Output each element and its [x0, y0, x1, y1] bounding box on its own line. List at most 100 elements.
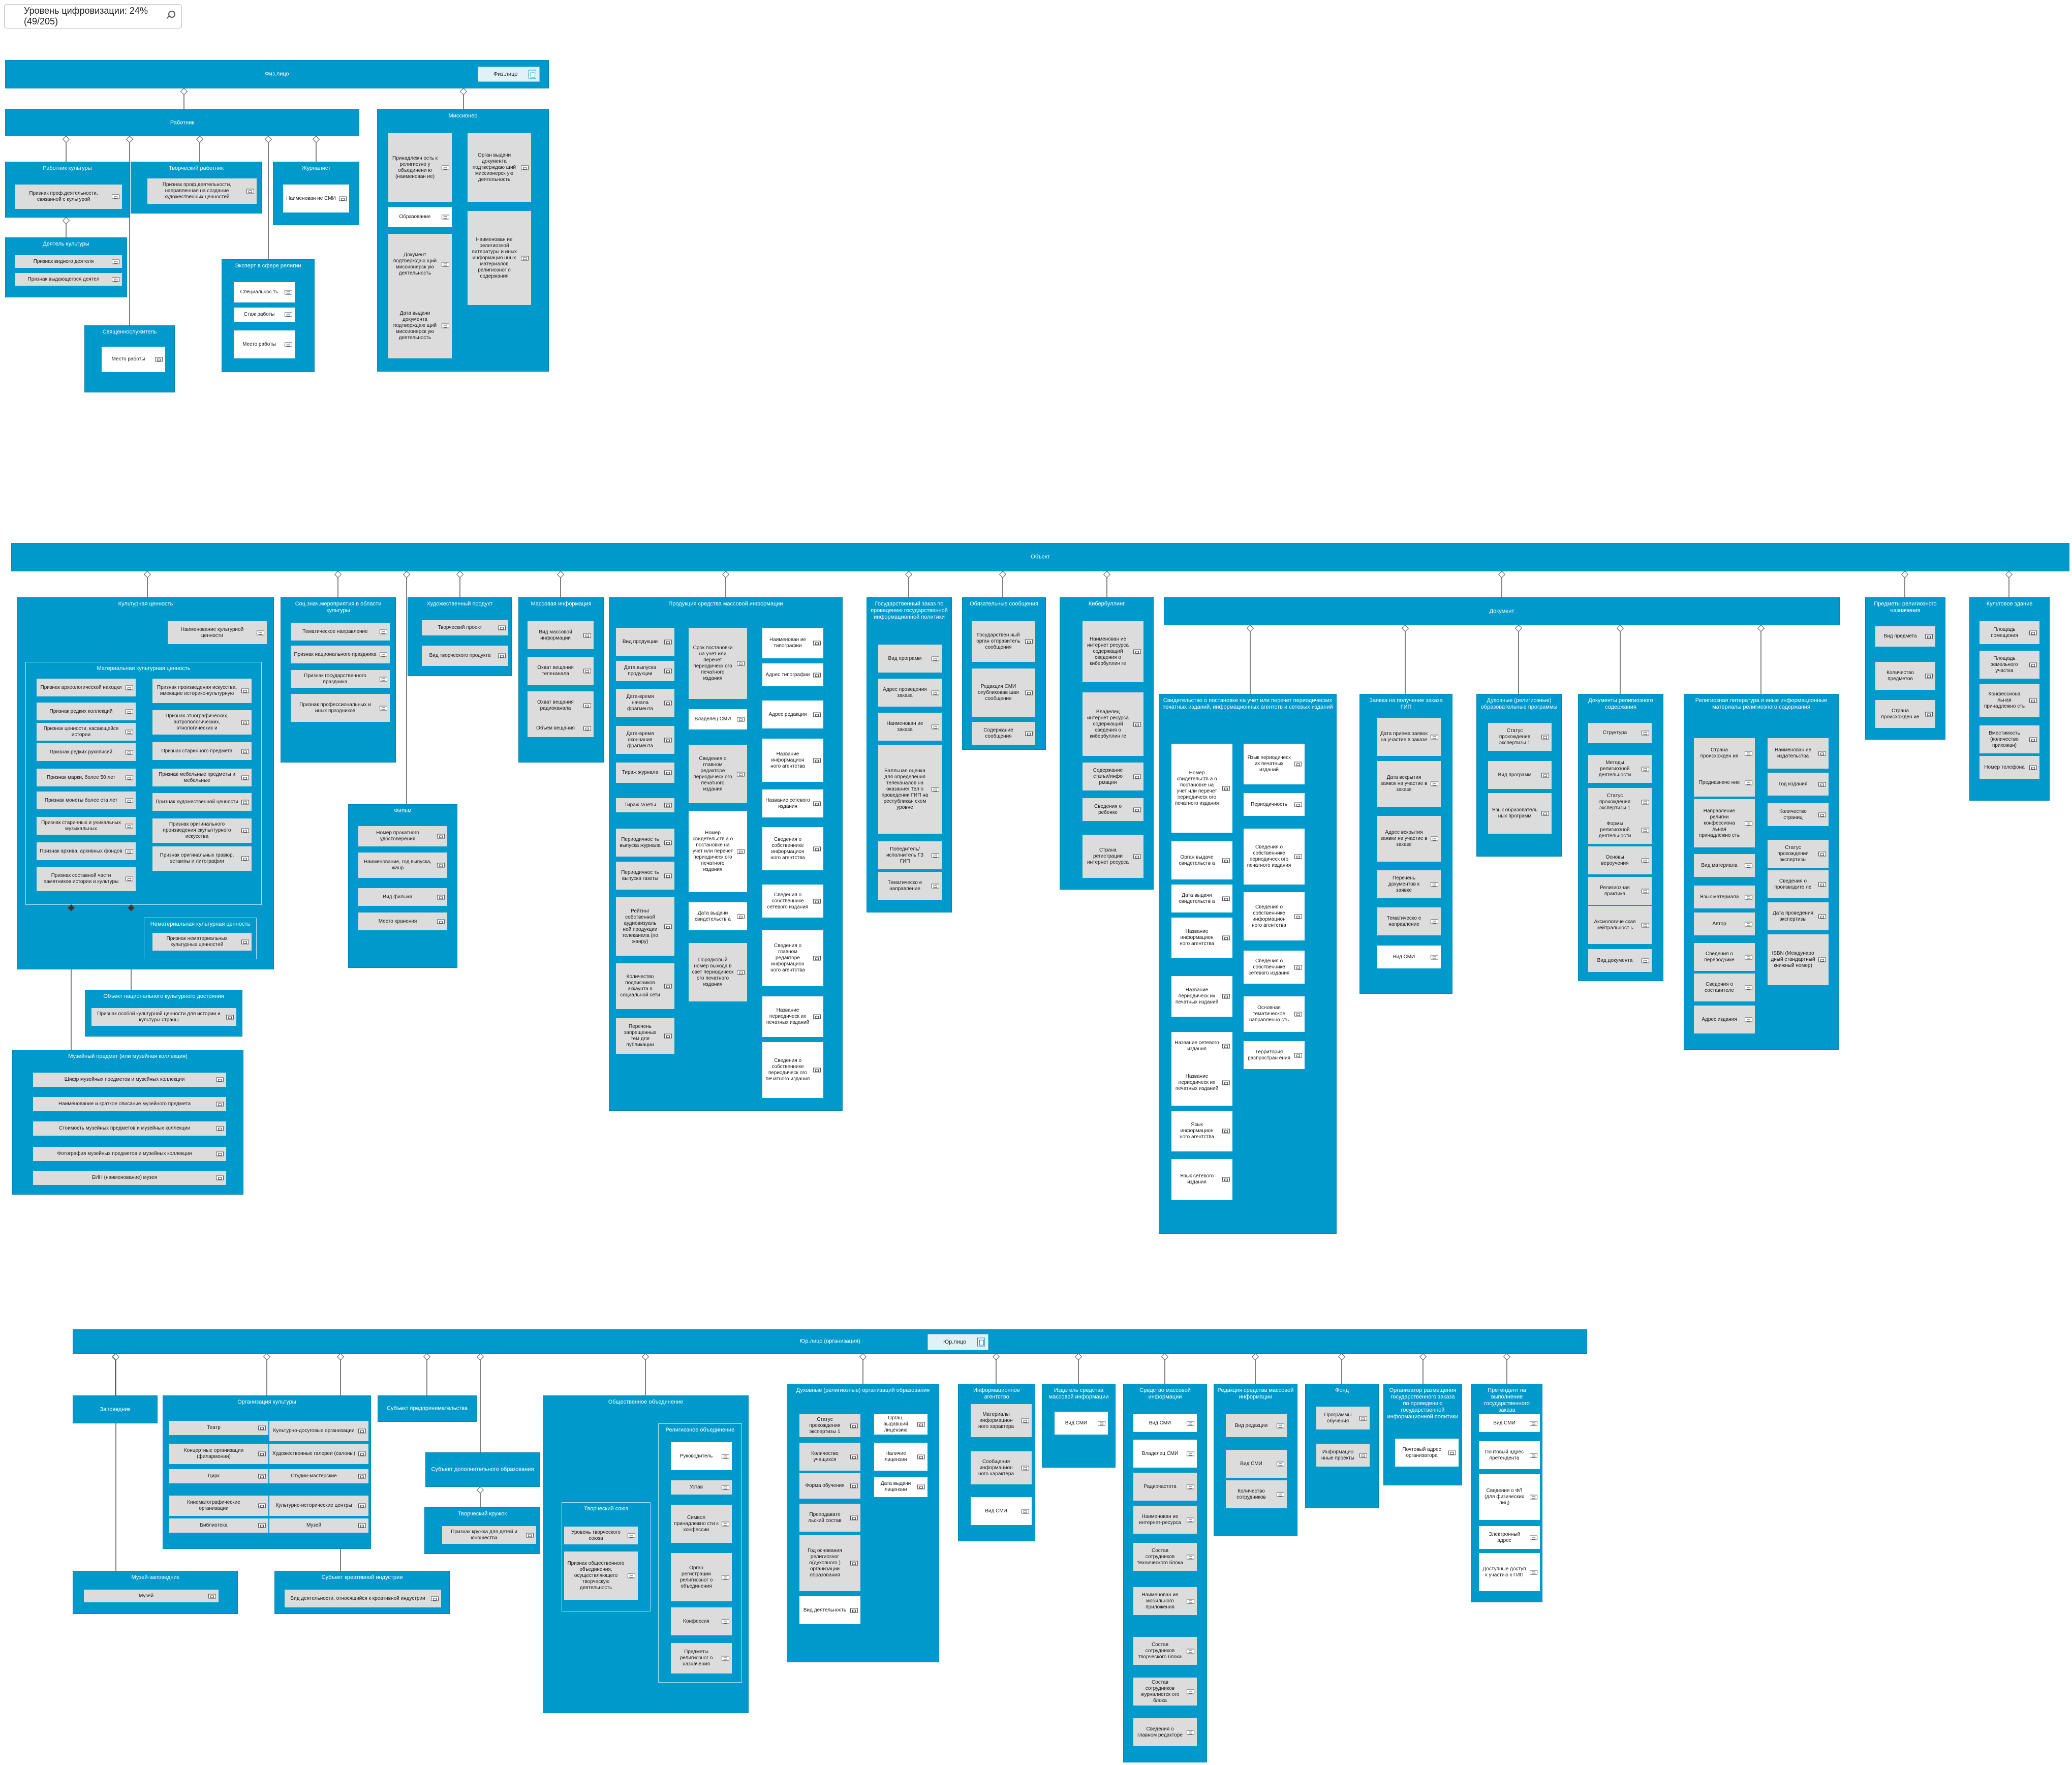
attribute-field[interactable]: Вид материала [1694, 854, 1755, 877]
attribute-field[interactable]: Сведения о собственнике сетевого издания [762, 885, 823, 918]
attribute-field[interactable]: Государствен ный орган отправитель сообщ… [972, 621, 1035, 662]
attribute-field[interactable]: Статус прохождения экспертизы 1 [1588, 788, 1652, 816]
attribute-field[interactable]: Орган, выдавший лицензию [874, 1414, 927, 1435]
attribute-field[interactable]: Номер прокатного удостоверения [358, 826, 447, 846]
attribute-field[interactable]: Наименован ие заказа [878, 713, 942, 741]
attribute-field[interactable]: Символ принадлежно сти к конфессии [671, 1505, 732, 1543]
entity-zapoved[interactable]: Заповедник [73, 1395, 158, 1423]
attribute-field[interactable]: Язык информацион ного агентства [1171, 1111, 1232, 1151]
attribute-field[interactable]: Вид программ [1488, 761, 1552, 789]
search-icon[interactable] [168, 11, 175, 18]
attribute-field[interactable]: Культурно-досуговые организации [269, 1421, 368, 1441]
attribute-field[interactable]: Признак нематериальных культурных ценнос… [152, 933, 252, 951]
attribute-field[interactable]: Место работы [102, 347, 165, 372]
attribute-field[interactable]: Признак составной части памятников истор… [37, 867, 136, 891]
attribute-field[interactable]: Охват вещания радиоканала [528, 691, 594, 719]
entity-yurlico[interactable]: Юр.лицо (организация) [73, 1329, 1587, 1354]
attribute-field[interactable]: Вид предмета [1875, 626, 1935, 647]
attribute-field[interactable]: Основы вероучения [1588, 846, 1652, 874]
attribute-field[interactable]: Наименован ие типографии [762, 628, 823, 658]
attribute-field[interactable]: Основная тематическое направленно сть [1244, 996, 1305, 1032]
attribute-field[interactable]: Признак археологической находки [37, 679, 136, 696]
attribute-field[interactable]: Перечень документов к заявке [1377, 870, 1441, 898]
attribute-field[interactable]: Вид СМИ [1226, 1450, 1287, 1478]
entity-rabotnik[interactable]: Работник [5, 109, 359, 136]
attribute-field[interactable]: Перечень запрещенных тем для публикации [616, 1018, 674, 1054]
attribute-field[interactable]: Адрес вскрытия заявки на участие в заказ… [1377, 816, 1441, 862]
attribute-field[interactable]: Год основания религиозног о(духовного ) … [799, 1535, 860, 1591]
attribute-field[interactable]: Сообщения информацион ного характера [971, 1451, 1032, 1484]
attribute-field[interactable]: Сведения о главном редакторе [1133, 1718, 1197, 1746]
attribute-field[interactable]: Тематическое направление [291, 623, 390, 641]
attribute-field[interactable]: Орган регистрации религиозног о объедине… [671, 1553, 732, 1601]
attribute-field[interactable]: Признак общественного объединения, осуще… [564, 1551, 638, 1600]
attribute-field[interactable]: Признак кружка для детей и юношества [442, 1526, 536, 1544]
attribute-field[interactable]: Тираж журнала [616, 763, 674, 783]
attribute-field[interactable]: Дата выдачи лицензии [874, 1477, 927, 1497]
attribute-field[interactable]: Номер телефона [1980, 756, 2039, 779]
attribute-field[interactable]: Статус прохождения экспертизы 1 [1488, 723, 1552, 751]
attribute-field[interactable]: Признак произведения искусства, имеющие … [152, 679, 252, 703]
attribute-field[interactable]: Вид документа [1588, 949, 1652, 972]
attribute-field[interactable]: Предназначе ние [1694, 769, 1755, 797]
attribute-field[interactable]: Количество страниц [1768, 803, 1829, 826]
attribute-field[interactable]: Вид деятельность [799, 1596, 860, 1624]
attribute-field[interactable]: Материалы информацион ного характера [971, 1404, 1032, 1437]
attribute-field[interactable]: Вид фильма [358, 888, 447, 906]
attribute-field[interactable]: Статус прохождения экспертизы 1 [799, 1414, 860, 1437]
attribute-field[interactable]: Название сетевого издания [762, 789, 823, 817]
attribute-field[interactable]: Фотография музейных предметов и музейных… [33, 1147, 226, 1161]
attribute-field[interactable]: Сведения о собственнике информацион ного… [762, 827, 823, 870]
attribute-field[interactable]: Дата приема заявок на участие в заказе [1377, 718, 1441, 756]
attribute-field[interactable]: Содержание статьи/инфо рмации [1083, 763, 1143, 790]
attribute-field[interactable]: Предметы религиозног о назначения [671, 1643, 732, 1673]
attribute-field[interactable]: Сведения о собственнике периодическ ого … [1244, 829, 1305, 885]
attribute-field[interactable]: Почтовый адрес претендента [1479, 1441, 1540, 1469]
attribute-field[interactable]: Наименован ие интернет ресурса содержащи… [1083, 621, 1143, 682]
attribute-field[interactable]: Сведения о производите ле [1768, 870, 1829, 898]
attribute-field[interactable]: Методы религиозной деятельности [1588, 755, 1652, 783]
attribute-field[interactable]: БИН (наименование) музея [33, 1171, 226, 1185]
attribute-field[interactable]: Победитель/ исполнитель ГЗ ГИП [878, 841, 942, 869]
attribute-field[interactable]: Конфессиона льная принадлежно сть [1980, 684, 2039, 717]
attribute-field[interactable]: Язык материала [1694, 886, 1755, 908]
attribute-field[interactable]: Состав сотрудников журналистск ого блока [1133, 1678, 1197, 1706]
attribute-field[interactable]: Статус прохождения экспертизы [1768, 840, 1829, 868]
attribute-field[interactable]: Информацио нные проекты [1316, 1444, 1370, 1467]
attribute-field[interactable]: Количество учащихся [799, 1443, 860, 1471]
attribute-field[interactable]: Название периодическ их печатных изданий [1171, 976, 1232, 1017]
attribute-field[interactable]: Признак редких рукописей [37, 743, 136, 761]
attribute-field[interactable]: Признак оригинальных гравюр, эстампы и л… [152, 846, 252, 871]
attribute-field[interactable]: Дата-время окончания фрагмента [616, 726, 674, 754]
attribute-field[interactable]: Дата выдачи свидетельств а [1171, 885, 1232, 912]
attribute-field[interactable]: Номер свидетельств а о постановке на уче… [689, 811, 747, 892]
attribute-field[interactable]: Культурно-исторические центры [269, 1496, 368, 1516]
attribute-field[interactable]: Стоимость музейных предметов и музейных … [33, 1121, 226, 1136]
attribute-field[interactable]: Признак проф.деятельности, направленная … [147, 178, 257, 204]
attribute-field[interactable]: Документ подтверждаю щий миссионерск ую … [388, 234, 452, 295]
entity-sub_dop[interactable]: Субъект дополнительного образования [425, 1452, 540, 1487]
search-input[interactable]: Уровень цифровизации: 24%(49/205) [4, 4, 182, 28]
attribute-field[interactable]: Название периодическ их печатных изданий [762, 996, 823, 1037]
attribute-field[interactable]: Музей [84, 1590, 219, 1602]
attribute-field[interactable]: Площадь помещения [1980, 621, 2039, 644]
entity-obekt[interactable]: Объект [11, 543, 2069, 571]
attribute-field[interactable]: Периодичность [1244, 793, 1305, 816]
attribute-field[interactable]: Наименован ие издательства [1768, 738, 1829, 769]
attribute-field[interactable]: Радиочастота [1133, 1473, 1197, 1501]
attribute-field[interactable]: Студии-мастерские [269, 1469, 368, 1483]
attribute-field[interactable]: Автор [1694, 912, 1755, 935]
attribute-field[interactable]: Язык образователь ных программ [1488, 793, 1552, 834]
attribute-field[interactable]: Специальнос ть [234, 282, 295, 302]
entity-dokument[interactable]: Документ [1164, 597, 1840, 625]
attribute-field[interactable]: Наименован ие религиозной литературы и и… [468, 211, 531, 305]
attribute-field[interactable]: Форма обучения [799, 1473, 860, 1499]
attribute-field[interactable]: Страна происхожден ия [1694, 738, 1755, 769]
attribute-field[interactable]: Вид творческого продукта [422, 646, 508, 666]
attribute-field[interactable]: Адрес редакции [762, 701, 823, 728]
attribute-field[interactable]: Место работы [234, 330, 295, 358]
attribute-field[interactable]: Владелец СМИ [1133, 1440, 1197, 1468]
attribute-field[interactable]: Место хранения [358, 912, 447, 930]
attribute-field[interactable]: Аксиологиче ская нейтральност ь [1588, 906, 1652, 944]
attribute-field[interactable]: Владелец СМИ [689, 709, 747, 729]
